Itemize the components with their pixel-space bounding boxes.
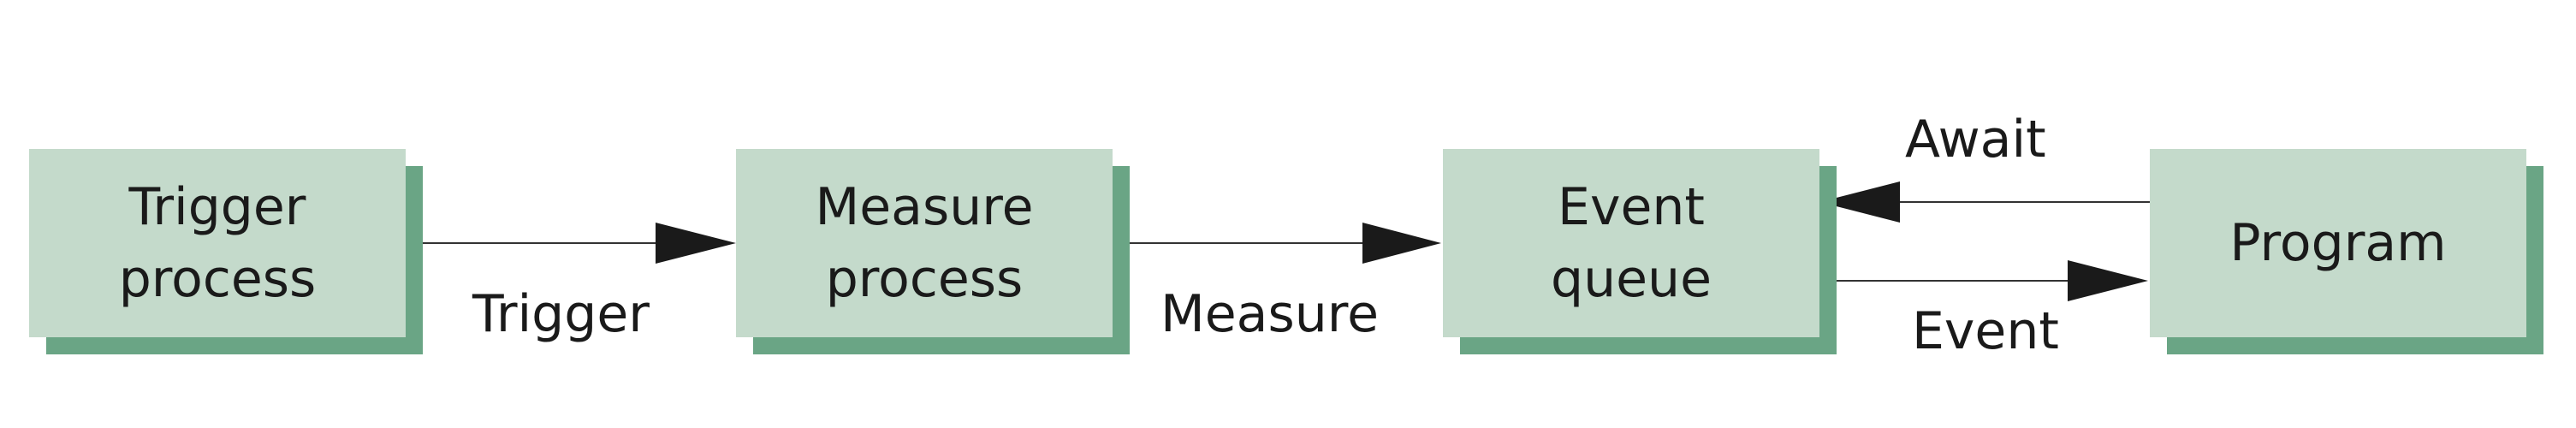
event-queue-label-line1: Event: [1558, 177, 1705, 237]
event-edge-label: Event: [1912, 301, 2059, 361]
program-face: Program: [2150, 149, 2526, 337]
measure-edge-label: Measure: [1160, 284, 1379, 344]
measure-process-face: Measure process: [736, 149, 1113, 337]
await-edge-label: Await: [1905, 110, 2046, 169]
trigger-process-face: Trigger process: [29, 149, 406, 337]
trigger-arrowhead: [656, 223, 736, 264]
program-box: Program: [2150, 149, 2543, 354]
trigger-process-label-line1: Trigger: [128, 177, 306, 237]
measure-process-label-line1: Measure: [815, 177, 1034, 237]
event-queue-face: Event queue: [1443, 149, 1819, 337]
event-queue-label-line2: queue: [1551, 249, 1712, 309]
trigger-edge-label: Trigger: [472, 284, 650, 344]
measure-process-box: Measure process: [736, 149, 1130, 354]
await-arrowhead: [1819, 181, 1900, 223]
program-label: Program: [2229, 213, 2447, 273]
trigger-process-box: Trigger process: [29, 149, 423, 354]
measure-arrowhead: [1362, 223, 1441, 264]
measure-process-label-line2: process: [825, 249, 1024, 309]
event-queue-box: Event queue: [1443, 149, 1837, 354]
event-arrowhead: [2068, 260, 2148, 301]
trigger-process-label-line2: process: [118, 249, 317, 309]
